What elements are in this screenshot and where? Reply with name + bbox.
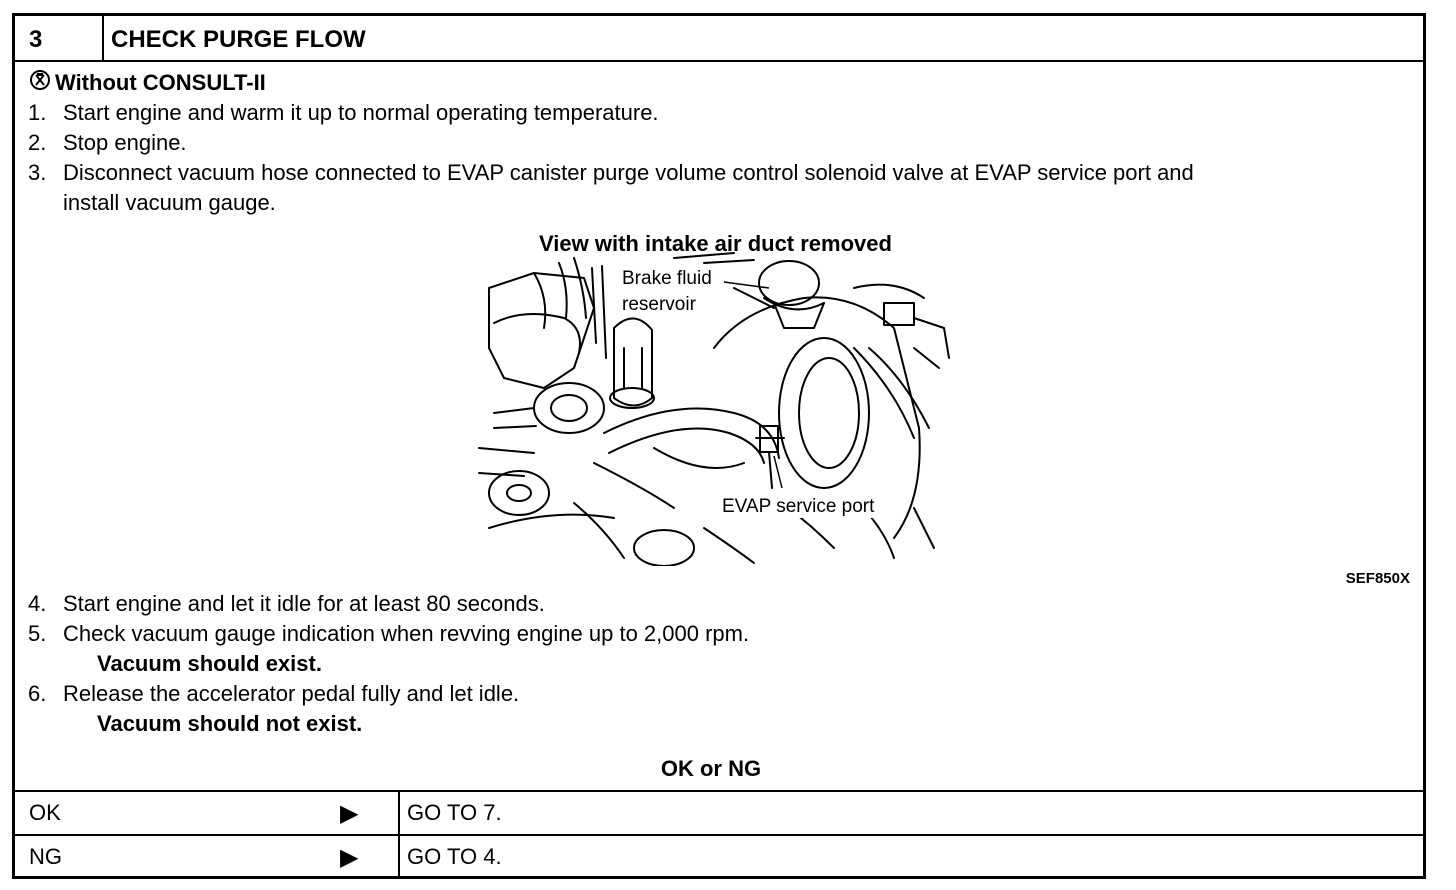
result-ok-action: GO TO 7. [407, 800, 502, 825]
step-2-num: 2. [28, 130, 47, 155]
step-1-text: Start engine and warm it up to normal op… [63, 100, 659, 125]
engine-bay-illustration: Brake fluid reservoir EVAP service port [474, 248, 954, 567]
step-6-text: Release the accelerator pedal fully and … [63, 681, 520, 706]
header-separator [15, 60, 1423, 62]
step-4-text: Start engine and let it idle for at leas… [63, 591, 545, 616]
mode-icon [29, 69, 51, 99]
engine-drawing [478, 252, 950, 567]
step-1-num: 1. [28, 100, 47, 125]
results-row-separator [15, 834, 1423, 836]
brake-reservoir-label: reservoir [620, 294, 698, 316]
evap-service-port-label: EVAP service port [720, 496, 877, 518]
step-2-text: Stop engine. [63, 130, 187, 155]
result-ng-action: GO TO 4. [407, 844, 502, 869]
step-5-note: Vacuum should exist. [97, 651, 322, 676]
triangle-right-icon: ▶ [340, 844, 359, 871]
result-ng-label: NG [29, 844, 62, 869]
results-separator [15, 790, 1423, 792]
procedure-table: 3 CHECK PURGE FLOW Without CONSULT-II 1.… [12, 13, 1426, 879]
step-number: 3 [29, 26, 43, 53]
triangle-right-icon: ▶ [340, 800, 359, 827]
step-3-text: Disconnect vacuum hose connected to EVAP… [63, 160, 1194, 185]
step-5-text: Check vacuum gauge indication when revvi… [63, 621, 750, 646]
figure-caption: View with intake air duct removed [539, 231, 892, 256]
step-3-num: 3. [28, 160, 47, 185]
step-title: CHECK PURGE FLOW [111, 26, 366, 53]
step-6-num: 6. [28, 681, 47, 706]
result-prompt: OK or NG [660, 756, 762, 781]
result-ok-label: OK [29, 800, 61, 825]
step-6-note: Vacuum should not exist. [97, 711, 363, 736]
step-3-text-cont: install vacuum gauge. [63, 190, 276, 215]
results-divider [398, 790, 400, 879]
step-5-num: 5. [28, 621, 47, 646]
consult-crossed-icon [30, 70, 50, 90]
brake-fluid-label: Brake fluid [620, 268, 714, 290]
step-4-num: 4. [28, 591, 47, 616]
mode-label: Without CONSULT-II [55, 70, 266, 95]
figure-code: SEF850X [1345, 570, 1410, 587]
header-divider [102, 16, 104, 60]
